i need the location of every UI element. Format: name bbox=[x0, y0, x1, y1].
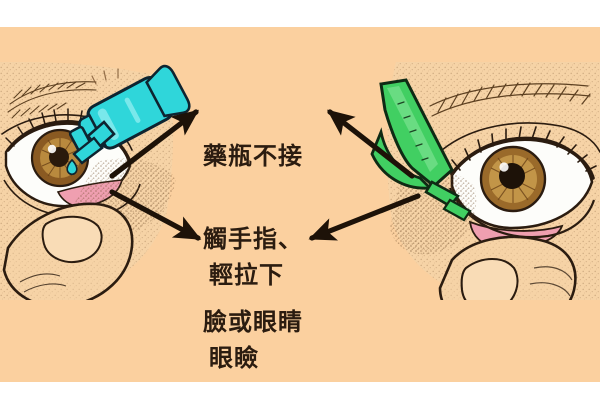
left-fingernail bbox=[41, 215, 103, 263]
arrow-right-to-secondary bbox=[308, 193, 421, 241]
instruction-primary-line-2: 觸手指、 bbox=[203, 224, 303, 253]
bottom-white-band bbox=[0, 382, 600, 400]
arrow-right-to-primary bbox=[327, 109, 415, 179]
instruction-primary-line-1: 藥瓶不接 bbox=[203, 142, 303, 171]
green-eye-drop-bottle bbox=[370, 78, 472, 222]
green-bottle-highlight bbox=[387, 86, 438, 172]
right-eye-ointment-illustration bbox=[387, 62, 600, 300]
arrow-group bbox=[109, 109, 421, 241]
instruction-primary-line-3: 臉或眼睛 bbox=[203, 307, 303, 336]
instruction-secondary: 輕拉下 眼瞼 bbox=[209, 207, 284, 400]
right-eyebrow bbox=[429, 82, 591, 117]
green-bottle-tip-end bbox=[442, 198, 472, 222]
cyan-bottle-tip bbox=[72, 136, 104, 165]
eye-drop-droplet-left bbox=[66, 158, 78, 176]
right-cheek-shading bbox=[390, 170, 477, 255]
top-white-band bbox=[0, 0, 600, 27]
left-eye-highlight bbox=[47, 144, 57, 154]
squeeze-motion-marks-left bbox=[91, 68, 119, 85]
instruction-secondary-line-1: 輕拉下 bbox=[209, 261, 284, 290]
left-eyebrow bbox=[7, 81, 97, 119]
arrow-left-to-secondary bbox=[109, 189, 202, 241]
right-upper-lid-crease bbox=[441, 122, 600, 153]
arrow-left-to-primary bbox=[109, 109, 200, 179]
green-bottle-ridges bbox=[397, 101, 429, 161]
instruction-primary: 藥瓶不接 觸手指、 臉或眼睛 bbox=[203, 88, 303, 392]
right-finger bbox=[438, 235, 577, 300]
instruction-secondary-line-2: 眼瞼 bbox=[209, 343, 259, 372]
right-fingernail bbox=[460, 257, 519, 300]
right-iris-group bbox=[479, 145, 547, 213]
left-finger bbox=[2, 202, 134, 300]
right-lash-line bbox=[450, 137, 595, 180]
right-eye-highlight bbox=[499, 162, 509, 172]
